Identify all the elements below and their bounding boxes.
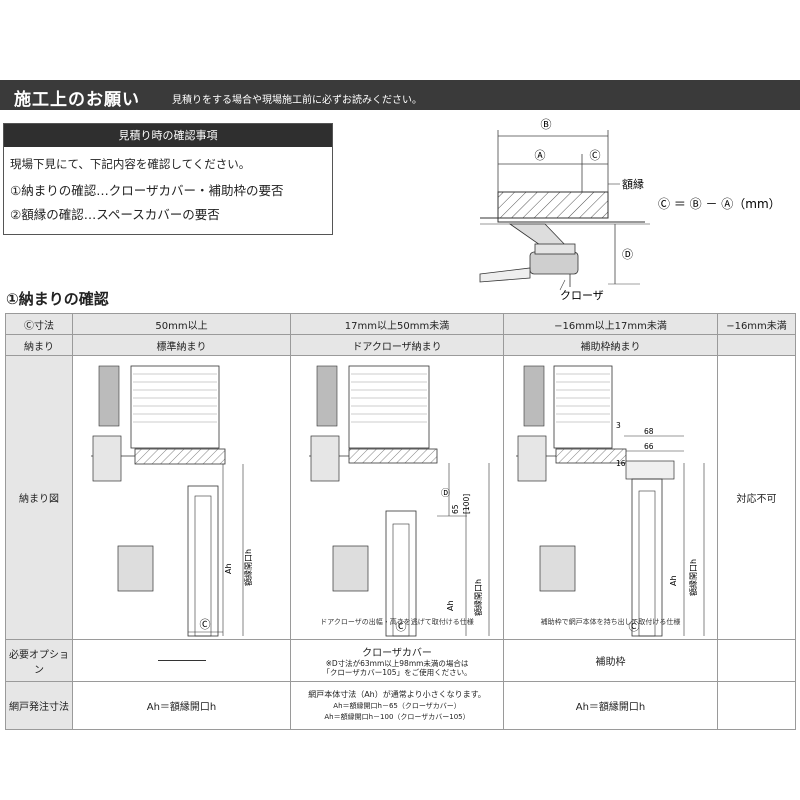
dim-gakubuchi-col1: 額縁開口h [243, 549, 253, 586]
dim-66-col3: 66 [644, 442, 654, 451]
option-col2-sub1: ※D寸法が63mm以上98mm未満の場合は [325, 659, 469, 668]
diagram-standard: Ah 額縁開口h Ⓒ [91, 365, 253, 637]
option-col2: クローザカバー ※D寸法が63mm以上98mm未満の場合は 「クローザカバー10… [290, 639, 504, 682]
type-col1: 標準納まり [72, 334, 291, 356]
confirm-box-header [4, 124, 332, 147]
confirm-box [3, 123, 333, 235]
type-col4 [717, 334, 796, 356]
order-col2-sub1: Ah＝額縁開口h－65（クローザカバー） [333, 702, 461, 710]
dim-65-col2: 65 [451, 504, 460, 514]
diagram-col2: Ⓓ 65 [100] Ah 額縁開口h Ⓒ ドアクローザの出幅・高さを逃げて取付… [290, 355, 504, 640]
label-diagram: 納まり図 [5, 355, 73, 640]
label-option: 必要オプション [5, 639, 73, 682]
dim-16-col3: 16 [616, 459, 626, 468]
range-col3: −16mm以上17mm未満 [503, 313, 718, 335]
note-col2: ドアクローザの出幅・高さを逃げて取付ける仕様 [320, 618, 474, 626]
top-label-b: Ⓑ [541, 118, 552, 131]
dim-ah-col2: Ah [446, 600, 455, 611]
option-col4 [717, 639, 796, 682]
note-col3: 補助枠で網戸本体を持ち出して取付ける仕様 [540, 618, 681, 626]
type-col3: 補助枠納まり [503, 334, 718, 356]
order-col3: Ah＝額縁開口h [503, 681, 718, 730]
dim-ah-col3: Ah [669, 575, 678, 586]
row-osamari: 納まり 標準納まり ドアクローザ納まり 補助枠納まり [5, 334, 796, 356]
diagram-col3: 3 68 66 16 Ah 額縁開口h Ⓒ 補助枠で網戸本体を持ち出して取付ける… [503, 355, 718, 640]
label-order: 網戸発注寸法 [5, 681, 73, 730]
option-col1-dash [157, 659, 206, 661]
top-label-c: Ⓒ [590, 149, 601, 162]
dim-c-col1: Ⓒ [200, 618, 211, 631]
row-diagram: 納まり図 Ah [5, 355, 796, 640]
top-label-d: Ⓓ [622, 248, 633, 261]
row-order: 網戸発注寸法 Ah＝額縁開口h 網戸本体寸法（Ah）が通常より小さくなります。 … [5, 681, 796, 730]
range-col1: 50mm以上 [72, 313, 291, 335]
diagram-closer: Ⓓ 65 [100] Ah 額縁開口h Ⓒ [309, 365, 490, 637]
range-col2: 17mm以上50mm未満 [290, 313, 504, 335]
dim-ah-col1: Ah [224, 563, 233, 574]
option-col3: 補助枠 [503, 639, 718, 682]
order-col1: Ah＝額縁開口h [72, 681, 291, 730]
dim-68-col3: 68 [644, 427, 654, 436]
section-title: ①納まりの確認 [6, 290, 109, 308]
diagram-col4: 対応不可 [717, 355, 796, 640]
top-label-closer: クローザ [560, 289, 604, 302]
row-c-dim: Ⓒ寸法 50mm以上 17mm以上50mm未満 −16mm以上17mm未満 −1… [5, 313, 796, 335]
dim-3-col3: 3 [616, 421, 621, 430]
top-label-a: Ⓐ [535, 149, 546, 162]
order-col2-main: 網戸本体寸法（Ah）が通常より小さくなります。 [308, 690, 486, 699]
dim-gakubuchi-col3: 額縁開口h [688, 559, 698, 596]
confirm-line-intro: 現場下見にて、下記内容を確認してください。 [10, 157, 251, 171]
range-col4: −16mm未満 [717, 313, 796, 335]
diagram-col1: Ah 額縁開口h Ⓒ [72, 355, 291, 640]
type-col2: ドアクローザ納まり [290, 334, 504, 356]
dim-c-col2: Ⓒ [396, 620, 407, 633]
page-title: 施工上のお願い [14, 90, 140, 110]
option-col2-sub2: 「クローザカバー105」をご使用ください。 [322, 668, 472, 677]
top-label-gakubuchi: 額縁 [622, 177, 644, 191]
header-bar [0, 80, 800, 110]
row-option: 必要オプション クローザカバー ※D寸法が63mm以上98mm未満の場合は 「ク… [5, 639, 796, 682]
dim-d-col2: Ⓓ [441, 488, 450, 499]
dim-gakubuchi-col2: 額縁開口h [473, 579, 483, 616]
order-col2: 網戸本体寸法（Ah）が通常より小さくなります。 Ah＝額縁開口h－65（クローザ… [290, 681, 504, 730]
confirm-line-2: ②額縁の確認…スペースカバーの要否 [10, 207, 220, 222]
diagram-hojowaku: 3 68 66 16 Ah 額縁開口h Ⓒ [516, 365, 705, 637]
label-osamari: 納まり [5, 334, 73, 356]
option-col1 [72, 639, 291, 682]
top-section-diagram: Ⓑ Ⓐ Ⓒ Ⓓ 額縁 クローザ Ⓒ ＝ Ⓑ － Ⓐ（mm） [479, 118, 781, 302]
confirm-box-title: 見積り時の確認事項 [118, 129, 218, 142]
option-col2-main: クローザカバー [362, 648, 432, 659]
osamari-table: Ⓒ寸法 50mm以上 17mm以上50mm未満 −16mm以上17mm未満 −1… [5, 313, 796, 730]
order-col2-sub2: Ah＝額縁開口h－100（クローザカバー105） [324, 713, 470, 721]
order-col4 [717, 681, 796, 730]
page-subtitle: 見積りをする場合や現場施工前に必ずお読みください。 [172, 95, 422, 106]
label-c-dim: Ⓒ寸法 [5, 313, 73, 335]
dim-c-col3: Ⓒ [629, 620, 640, 633]
confirm-line-1: ①納まりの確認…クローザカバー・補助枠の要否 [10, 183, 284, 198]
dim-100-col2: [100] [462, 494, 471, 514]
formula: Ⓒ ＝ Ⓑ － Ⓐ（mm） [658, 197, 781, 211]
